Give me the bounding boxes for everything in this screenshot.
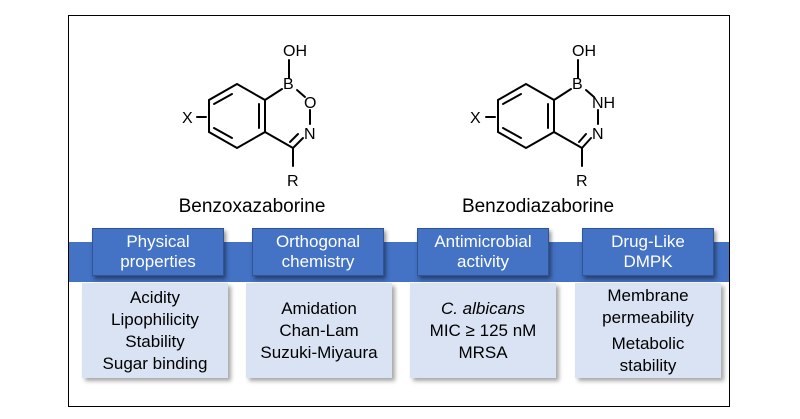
list-item: Metabolic xyxy=(611,333,685,353)
list-item: Lipophilicity xyxy=(111,309,199,329)
category-header-antimicrobial-activity: Antimicrobial activity xyxy=(417,228,549,276)
list-item: Membrane xyxy=(607,285,689,305)
structure-benzodiazaborine-labels: OH B NH N X R xyxy=(470,43,615,190)
list-item: Suzuki-Miyaura xyxy=(260,342,378,362)
atom-boron-label: B xyxy=(572,76,583,93)
atom-oxygen-label: O xyxy=(304,95,316,112)
structure-benzoxazaborine-labels: OH B O N X R xyxy=(182,43,316,190)
chemical-structures: OH B O N X R OH B NH N X R xyxy=(182,43,615,190)
category-header-physical-properties: Physical properties xyxy=(92,228,224,276)
substituent-r-label: R xyxy=(287,173,299,190)
list-item: C. albicans xyxy=(440,298,526,318)
atom-boron-label: B xyxy=(283,76,294,93)
figure-frame xyxy=(68,15,730,407)
list-item: stability xyxy=(619,355,677,375)
structure-benzodiazaborine xyxy=(485,59,599,167)
list-item: Sugar binding xyxy=(102,353,208,373)
atom-oh-label: OH xyxy=(572,43,596,60)
panel-physical-properties: Acidity Lipophilicity Stability Sugar bi… xyxy=(82,283,228,378)
category-header-orthogonal-chemistry: Orthogonal chemistry xyxy=(252,228,384,276)
structure-name-benzoxazaborine: Benzoxazaborine xyxy=(178,196,326,217)
list-item: Chan-Lam xyxy=(279,320,359,340)
structure-benzoxazaborine xyxy=(196,59,311,167)
list-item: Acidity xyxy=(129,287,181,307)
atom-nitrogen-label: N xyxy=(592,126,604,143)
atom-nitrogen-label: N xyxy=(304,126,316,143)
substituent-x-label: X xyxy=(182,110,193,127)
panel-orthogonal-chemistry: Amidation Chan-Lam Suzuki-Miyaura xyxy=(246,283,392,378)
list-item: MRSA xyxy=(458,342,508,362)
list-item: MIC ≥ 125 nM xyxy=(429,320,537,340)
list-item: Stability xyxy=(125,331,185,351)
panel-antimicrobial-activity: C. albicans MIC ≥ 125 nM MRSA xyxy=(410,283,556,378)
list-item: Amidation xyxy=(281,298,357,318)
substituent-r-label: R xyxy=(576,173,588,190)
panel-drug-like-dmpk: Membrane permeability Metabolic stabilit… xyxy=(575,283,721,378)
atom-oh-label: OH xyxy=(283,43,307,60)
atom-nh-label: NH xyxy=(592,95,615,112)
structure-name-benzodiazaborine: Benzodiazaborine xyxy=(461,196,615,217)
list-item: permeability xyxy=(602,307,694,327)
category-header-drug-like-dmpk: Drug-Like DMPK xyxy=(582,228,714,276)
substituent-x-label: X xyxy=(470,110,481,127)
